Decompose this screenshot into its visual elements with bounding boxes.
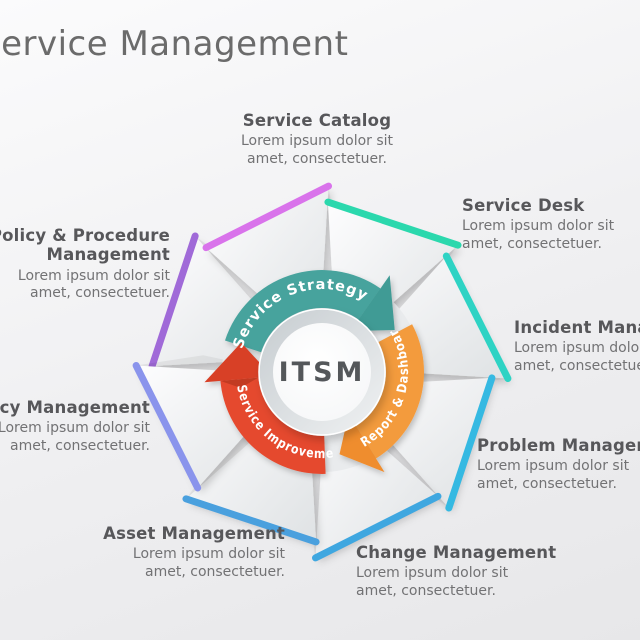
- section-heading: Incident Management: [514, 318, 640, 337]
- arc-fold: [220, 377, 259, 388]
- stripe-policy-procedure: [148, 232, 199, 370]
- stripe-change-mgmt: [312, 492, 442, 562]
- section-service-desk: Service Desk Lorem ipsum dolor sit amet,…: [462, 196, 640, 253]
- section-policy-procedure-management: Policy & Procedure Management Lorem ipsu…: [0, 226, 170, 303]
- section-body: Lorem ipsum dolor sit amet, consectetuer…: [240, 133, 394, 167]
- section-problem-management: Problem Management Lorem ipsum dolor sit…: [477, 436, 640, 493]
- arrowhead-icon: [350, 275, 395, 331]
- arrowhead-icon: [204, 342, 273, 383]
- stripe-policy-mgmt: [132, 362, 202, 492]
- section-body: Lorem ipsum dolor sit amet, consectetuer…: [17, 267, 170, 302]
- section-body: Lorem ipsum dolor sit amet, consectetuer…: [132, 546, 285, 580]
- arc-fold: [355, 426, 377, 459]
- stripe-service-catalog: [202, 182, 332, 252]
- section-incident-management: Incident Management Lorem ipsum dolor si…: [514, 318, 640, 375]
- center-circle: ITSM: [258, 308, 386, 436]
- section-body: Lorem ipsum dolor sit amet, consectetuer…: [462, 218, 615, 252]
- itsm-label: ITSM: [279, 357, 366, 388]
- section-heading: Policy & Procedure Management: [0, 226, 170, 265]
- stripe-incident-mgmt: [442, 252, 512, 382]
- section-change-management: Change Management Lorem ipsum dolor sit …: [356, 543, 576, 600]
- section-body: Lorem ipsum dolor sit amet, consectetuer…: [514, 340, 640, 374]
- section-heading: Policy Management: [0, 398, 150, 417]
- section-service-catalog: Service Catalog Lorem ipsum dolor sit am…: [227, 111, 407, 168]
- section-heading: Change Management: [356, 543, 557, 562]
- section-body: Lorem ipsum dolor sit amet, consectetuer…: [0, 420, 150, 454]
- arc-band: [225, 270, 381, 353]
- section-heading: Service Desk: [462, 196, 585, 215]
- section-body: Lorem ipsum dolor sit amet, consectetuer…: [356, 565, 509, 599]
- section-asset-management: Asset Management Lorem ipsum dolor sit a…: [85, 524, 285, 581]
- section-heading: Asset Management: [103, 524, 285, 543]
- section-body: Lorem ipsum dolor sit amet, consectetuer…: [477, 458, 630, 492]
- section-heading: Problem Management: [477, 436, 640, 455]
- stripe-problem-mgmt: [445, 374, 496, 512]
- slide-title: Service Management: [0, 24, 349, 64]
- stripe-asset-mgmt: [182, 495, 320, 546]
- section-heading: Service Catalog: [242, 111, 392, 130]
- arc-service-improvement: [204, 342, 326, 474]
- stripe-service-desk: [324, 198, 462, 249]
- arc-band: [220, 377, 326, 474]
- arc-band: [355, 324, 425, 459]
- section-policy-management: Policy Management Lorem ipsum dolor sit …: [0, 398, 150, 455]
- arc-service-strategy: [225, 270, 395, 353]
